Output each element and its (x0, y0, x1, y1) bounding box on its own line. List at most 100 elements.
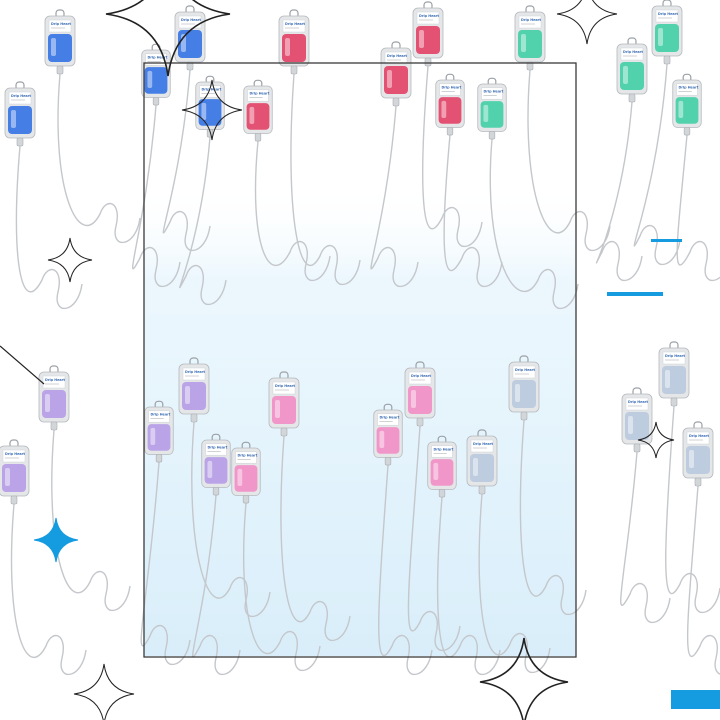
iv-bag-clear: Drip Heart (508, 355, 540, 421)
bag-highlight (237, 468, 243, 486)
bag-fluid (480, 101, 504, 128)
bag-label-text: Drip Heart (419, 14, 439, 18)
bag-label-card (8, 91, 32, 105)
bag-label-text: Drip Heart (51, 22, 71, 26)
bag-label-card (625, 397, 649, 411)
bag-label-text: Drip Heart (623, 50, 643, 54)
bag-label-card (178, 15, 202, 29)
iv-bag-mint: Drip Heart (672, 73, 702, 136)
bag-label-card (2, 449, 26, 463)
bag-port (488, 131, 496, 140)
iv-bag-mint: Drip Heart (477, 77, 507, 140)
accent-block (671, 690, 720, 709)
bag-fluid (438, 97, 462, 124)
bag-port (670, 397, 678, 407)
bag-label-text: Drip Heart (433, 448, 453, 452)
iv-bag-mint: Drip Heart (651, 0, 683, 65)
bag-label-card (620, 47, 644, 61)
bag-label-text: Drip Heart (249, 92, 269, 96)
bag-fluid (198, 99, 222, 126)
iv-tube (290, 73, 361, 285)
bag-label-text: Drip Heart (147, 56, 167, 60)
iv-tube (633, 63, 681, 265)
bag-highlight (521, 34, 526, 52)
iv-tube (10, 503, 87, 675)
bag-label-card (416, 11, 440, 25)
bag-label-card (272, 381, 296, 395)
iv-tube (57, 73, 141, 243)
iv-tube (443, 135, 503, 287)
bag-fluid (512, 380, 536, 408)
bag-fluid (144, 67, 168, 94)
iv-bag-lavender: Drip Heart (0, 439, 30, 505)
iv-bag-pink: Drip Heart (404, 361, 436, 427)
bag-fluid (655, 24, 679, 52)
bag-port (290, 65, 298, 75)
bag-label-card (182, 367, 206, 381)
bag-fluid (470, 454, 494, 482)
bag-port (155, 454, 163, 463)
bag-port (683, 127, 691, 136)
bag-fluid (518, 30, 542, 58)
bag-highlight (201, 102, 207, 120)
bag-fluid (430, 459, 454, 486)
bag-label-card (205, 443, 227, 456)
bag-label-card (512, 365, 536, 379)
iv-bag-blue: Drip Heart (44, 9, 76, 75)
iv-tube (676, 135, 720, 281)
iv-tube (131, 105, 181, 287)
bag-port (694, 477, 702, 487)
bag-fluid (8, 106, 32, 134)
iv-tube (489, 139, 579, 309)
iv-tube (437, 497, 501, 675)
bag-label-card (42, 375, 66, 389)
bag-highlight (249, 106, 255, 124)
bag-fluid (182, 382, 206, 410)
bag-label-card (431, 445, 453, 458)
bag-label-card (470, 439, 494, 453)
bag-highlight (419, 30, 424, 48)
accent-bar (607, 292, 663, 296)
bag-port (16, 137, 24, 147)
bag-highlight (275, 400, 280, 418)
bag-highlight (379, 430, 385, 448)
iv-bag-mint: Drip Heart (616, 37, 648, 103)
bag-port (254, 133, 262, 142)
iv-tube (243, 503, 321, 671)
bag-highlight (285, 38, 290, 56)
bag-label-text: Drip Heart (387, 54, 407, 58)
iv-tube (519, 419, 587, 615)
bag-port (526, 61, 534, 71)
bag-port (56, 65, 64, 75)
iv-bag-pink: Drip Heart (231, 441, 261, 504)
bag-fluid (408, 386, 432, 414)
iv-bag-lavender: Drip Heart (144, 400, 174, 463)
bag-label-text: Drip Heart (665, 354, 685, 358)
bag-highlight (441, 100, 447, 118)
bag-label-card (145, 53, 167, 66)
bag-port (186, 61, 194, 71)
iv-bag-lavender: Drip Heart (201, 433, 231, 496)
bag-label-card (655, 9, 679, 23)
iv-tube (370, 105, 419, 287)
iv-bag-pink: Drip Heart (373, 403, 403, 466)
bag-label-text: Drip Heart (483, 90, 503, 94)
bag-port (416, 417, 424, 427)
bag-fluid (282, 34, 306, 62)
iv-tube (407, 425, 461, 651)
bag-label-text: Drip Heart (678, 86, 698, 90)
bag-highlight (515, 384, 520, 402)
bag-label-card (686, 431, 710, 445)
bag-label-text: Drip Heart (628, 400, 648, 404)
sparkle-icon (556, 0, 618, 45)
bag-label-text: Drip Heart (5, 452, 25, 456)
iv-tube (595, 101, 643, 281)
iv-tube (179, 137, 227, 305)
iv-bag-pink: Drip Heart (427, 435, 457, 498)
iv-bag-lavender: Drip Heart (178, 357, 210, 423)
sparkle-icon (105, 0, 231, 77)
bag-port (212, 487, 220, 496)
sparkle-icon (181, 79, 243, 141)
iv-bag-red: Drip Heart (243, 79, 273, 142)
